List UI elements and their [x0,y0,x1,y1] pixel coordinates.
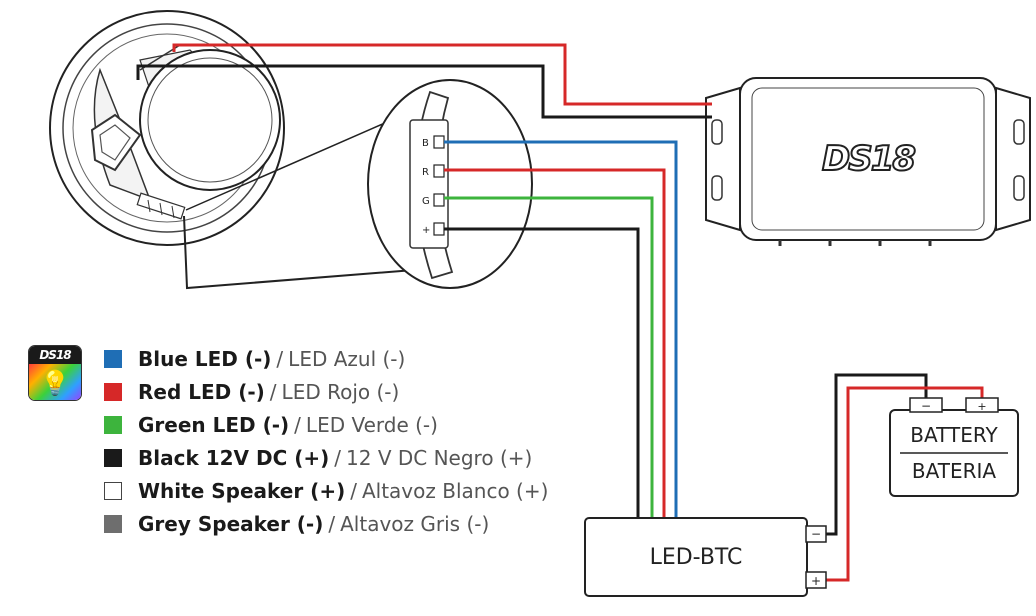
amplifier: DS18 [705,77,1031,246]
wire-black-speaker [136,64,712,119]
speaker-terminal-block [136,192,186,220]
legend-label: Red LED (-) [138,379,265,404]
wire-legend: Blue LED (-)/LED Azul (-) Red LED (-)/LE… [104,342,548,540]
controller-positive-symbol: + [811,574,821,588]
connector-pin: B [422,138,429,149]
connector-pin: G [422,196,430,207]
speaker [49,10,285,246]
legend-label-es: LED Rojo (-) [281,379,400,404]
wire-black-12v [444,227,640,518]
legend-swatch [104,415,122,434]
legend-label: Grey Speaker (-) [138,511,324,536]
ds18-app-icon: DS18 💡 [28,345,82,401]
wire-battery-negative [826,373,928,536]
legend-label-es: Altavoz Blanco (+) [361,478,549,503]
connector-pin: + [422,225,430,236]
legend-item: Black 12V DC (+)/12 V DC Negro (+) [104,441,548,474]
legend-swatch [104,382,122,401]
legend-label-es: LED Verde (-) [305,412,438,437]
controller-negative-symbol: − [811,527,821,541]
battery-negative-symbol: − [921,399,931,413]
zoom-leader-bottom [183,215,415,290]
legend-label: Green LED (-) [138,412,290,437]
zoom-leader-top [185,111,411,211]
wire-red-speaker [172,43,712,106]
legend-label-es: LED Azul (-) [288,346,406,371]
connector-pin: R [422,167,429,178]
wires [136,43,984,582]
battery-label-es: BATERIA [912,459,996,483]
legend-swatch [104,514,122,533]
lightbulb-icon: 💡 [40,369,70,397]
led-btc-controller: − + LED-BTC [584,517,827,597]
legend-item: Blue LED (-)/LED Azul (-) [104,342,548,375]
wire-battery-positive [826,386,984,582]
controller-label: LED-BTC [650,545,743,570]
legend-swatch [104,349,122,368]
legend-label: Black 12V DC (+) [138,445,330,470]
legend-label-es: 12 V DC Negro (+) [346,445,533,470]
amplifier-brand: DS18 [822,139,915,179]
wire-red-led [444,168,666,518]
legend-item: Green LED (-)/LED Verde (-) [104,408,548,441]
legend-label: White Speaker (+) [138,478,346,503]
legend-swatch [104,481,122,500]
wire-blue-led [444,140,678,518]
legend-item: Red LED (-)/LED Rojo (-) [104,375,548,408]
battery-positive-symbol: + [977,400,986,413]
connector-zoom: B R G + [367,79,533,289]
legend-item: Grey Speaker (-)/Altavoz Gris (-) [104,507,548,540]
legend-swatch [104,448,122,467]
battery-label: BATTERY [910,423,998,447]
wire-green-led [444,196,654,518]
app-icon-brand: DS18 [29,346,81,364]
battery: − + BATTERY BATERIA [889,397,1019,497]
legend-item: White Speaker (+)/Altavoz Blanco (+) [104,474,548,507]
legend-label-es: Altavoz Gris (-) [340,511,490,536]
legend-label: Blue LED (-) [138,346,272,371]
